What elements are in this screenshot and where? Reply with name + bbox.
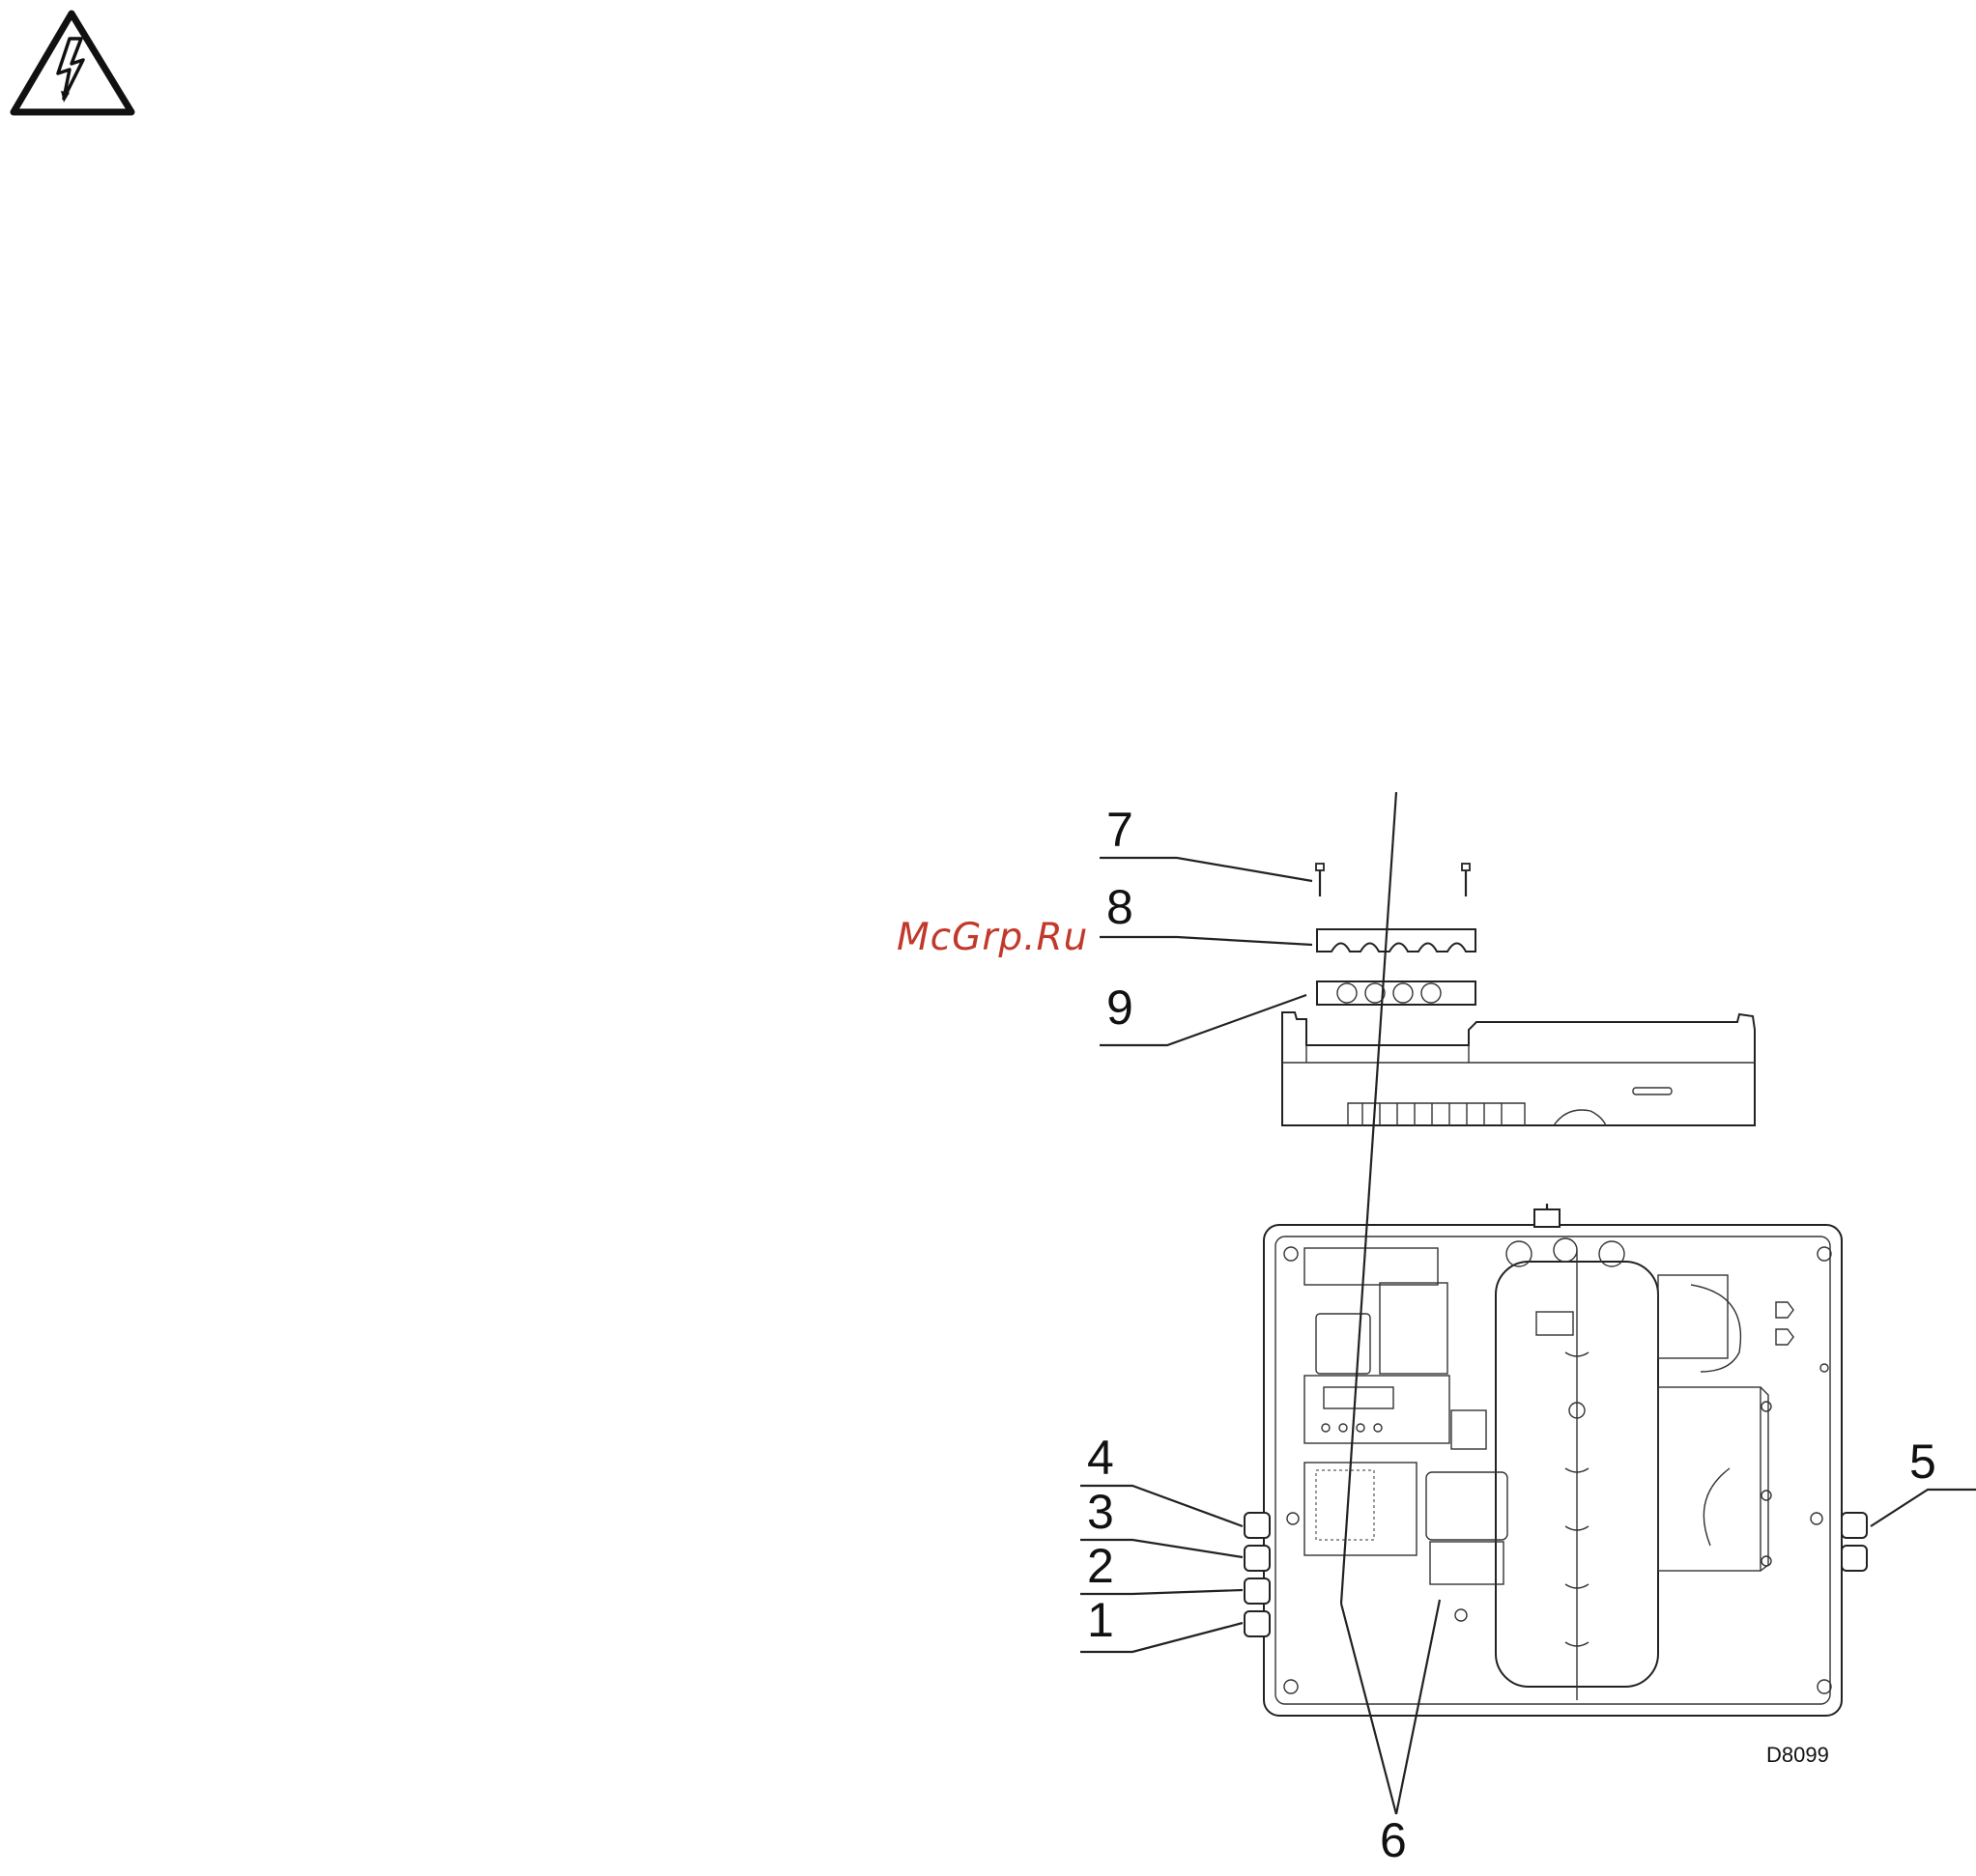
callout-7: 7 — [1106, 803, 1133, 857]
cable-grommet-strip — [1317, 981, 1475, 1005]
screw — [1316, 864, 1324, 896]
enclosure-housing — [1245, 1204, 1867, 1716]
cable-clamp-bar — [1317, 929, 1475, 952]
callout-3: 3 — [1087, 1485, 1114, 1539]
callout-1: 1 — [1087, 1593, 1114, 1647]
watermark: McGrp.Ru — [897, 916, 1088, 959]
exploded-assembly-diagram: 7 8 9 — [1073, 792, 1976, 1874]
callout-2: 2 — [1087, 1539, 1114, 1593]
callout-6: 6 — [1380, 1813, 1407, 1867]
enclosure-cover — [1282, 1012, 1755, 1125]
callout-8: 8 — [1106, 880, 1133, 934]
screw — [1462, 864, 1470, 896]
high-voltage-warning-icon — [10, 10, 135, 116]
callout-9: 9 — [1106, 981, 1133, 1035]
callout-4: 4 — [1087, 1431, 1114, 1485]
figure-code: D8099 — [1766, 1743, 1829, 1767]
callout-5: 5 — [1909, 1435, 1936, 1489]
